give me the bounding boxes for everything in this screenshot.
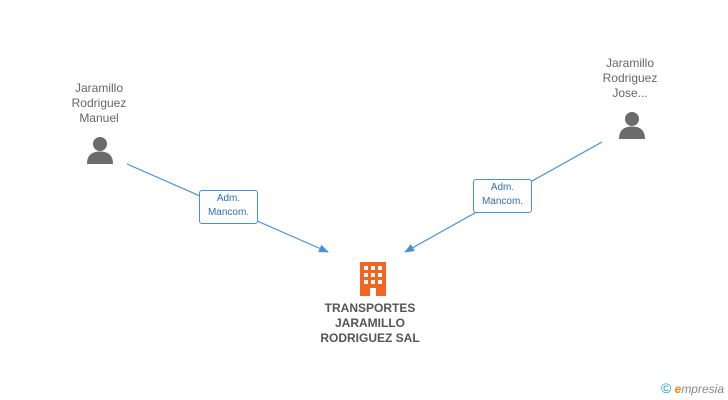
person-name-2[interactable]: Jaramillo Rodriguez Jose... [570,56,690,101]
role-badge-1[interactable]: Adm. Mancom. [199,190,258,224]
building-icon[interactable] [358,262,388,296]
brand-initial: e [674,382,682,396]
person-name-1-line-1: Jaramillo [74,81,123,95]
brand-name-rest: mpresia [681,382,724,396]
person-name-2-line-3: Jose... [612,86,648,100]
company-name-line-3: RODRIGUEZ SAL [320,331,420,345]
role-badge-2-line-2: Mancom. [481,196,524,207]
company-name-line-1: TRANSPORTES [324,301,416,315]
role-badge-1-line-2: Mancom. [207,207,250,218]
company-name[interactable]: TRANSPORTES JARAMILLO RODRIGUEZ SAL [290,301,450,346]
role-badge-2-line-1: Adm. [490,182,515,193]
person-name-2-line-1: Jaramillo [605,56,654,70]
person-icon[interactable] [618,111,646,139]
company-name-line-2: JARAMILLO [335,316,405,330]
person-name-1[interactable]: Jaramillo Rodriguez Manuel [39,81,159,126]
person-name-1-line-2: Rodriguez [71,96,127,110]
person-name-1-line-3: Manuel [79,111,119,125]
person-icon[interactable] [86,136,114,164]
copyright-symbol: © [660,380,672,396]
person-name-2-line-2: Rodriguez [602,71,658,85]
empresia-watermark: © empresia [661,380,724,396]
role-badge-1-line-1: Adm. [216,193,241,204]
role-badge-2[interactable]: Adm. Mancom. [473,179,532,213]
